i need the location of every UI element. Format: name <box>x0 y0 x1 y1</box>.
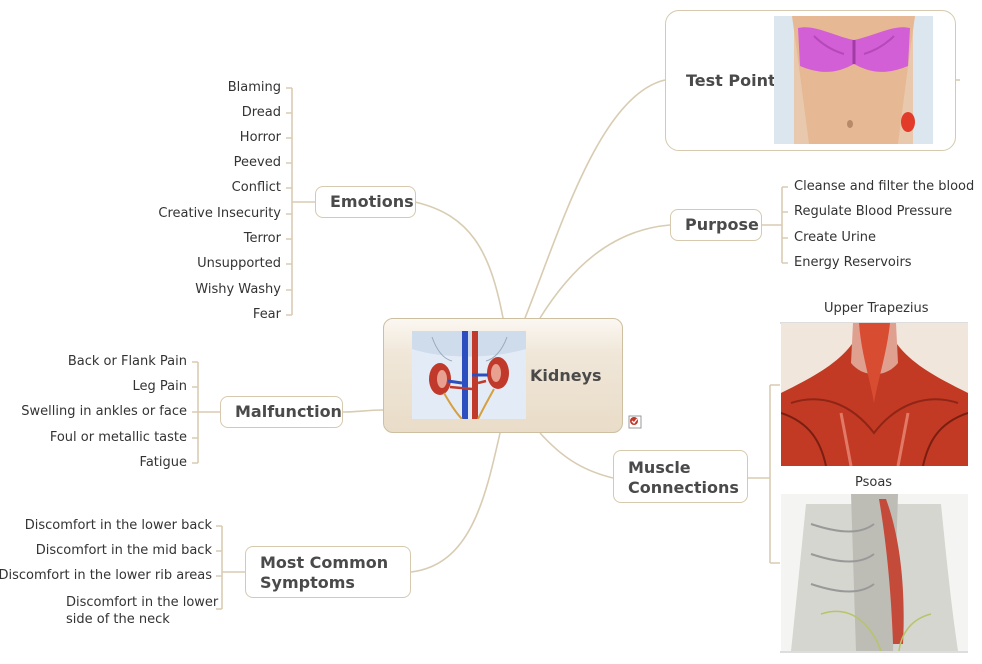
symptom-item-line2: side of the neck <box>66 612 170 627</box>
branch-purpose-label: Purpose <box>685 215 759 234</box>
emotion-item[interactable]: Creative Insecurity <box>158 206 281 221</box>
symptom-item[interactable]: Discomfort in the mid back <box>35 543 212 558</box>
branch-test-point-label: Test Point <box>686 70 776 90</box>
emotion-item[interactable]: Terror <box>243 231 281 246</box>
emotion-item[interactable]: Unsupported <box>197 256 281 271</box>
branch-symptoms-label-line2: Symptoms <box>260 573 355 592</box>
symptom-item-line1: Discomfort in the lower <box>66 595 219 610</box>
upper-trapezius-image <box>781 323 968 466</box>
branch-emotions-label: Emotions <box>330 192 414 211</box>
upper-trapezius-caption: Upper Trapezius <box>824 301 929 316</box>
test-point-image <box>774 16 933 144</box>
malfunction-item[interactable]: Leg Pain <box>132 379 187 394</box>
note-icon[interactable] <box>628 414 642 429</box>
branch-emotions[interactable]: Emotions <box>315 186 416 218</box>
psoas-caption: Psoas <box>855 475 893 490</box>
central-node-kidneys[interactable]: Kidneys <box>383 318 623 433</box>
branch-symptoms-label-line1: Most Common <box>260 553 389 572</box>
purpose-item[interactable]: Cleanse and filter the blood <box>794 179 975 194</box>
symptom-item[interactable]: Discomfort in the lower back <box>24 518 212 533</box>
purpose-item[interactable]: Create Urine <box>794 230 877 245</box>
malfunction-item[interactable]: Fatigue <box>139 455 187 470</box>
emotion-item[interactable]: Peeved <box>233 155 281 170</box>
branch-muscle-connections[interactable]: Muscle Connections <box>613 450 748 503</box>
emotion-item[interactable]: Dread <box>241 105 281 120</box>
emotion-item[interactable]: Fear <box>252 307 281 322</box>
symptom-item[interactable]: Discomfort in the lower side of the neck <box>66 594 218 628</box>
psoas-image <box>781 494 968 651</box>
purpose-item[interactable]: Regulate Blood Pressure <box>794 204 953 219</box>
central-node-label: Kidneys <box>530 366 602 385</box>
emotion-item[interactable]: Blaming <box>227 80 281 95</box>
malfunction-item[interactable]: Back or Flank Pain <box>67 354 187 369</box>
symptom-item[interactable]: Discomfort in the lower rib areas <box>0 568 212 583</box>
branch-most-common-symptoms[interactable]: Most Common Symptoms <box>245 546 411 598</box>
branch-muscles-label-line1: Muscle <box>628 458 691 477</box>
kidneys-image <box>412 331 526 419</box>
branch-purpose[interactable]: Purpose <box>670 209 762 241</box>
malfunction-item[interactable]: Foul or metallic taste <box>49 430 187 445</box>
branch-malfunction-label: Malfunction <box>235 402 342 421</box>
branch-malfunction[interactable]: Malfunction <box>220 396 343 428</box>
emotion-item[interactable]: Wishy Washy <box>195 282 281 297</box>
purpose-item[interactable]: Energy Reservoirs <box>794 255 912 270</box>
malfunction-item[interactable]: Swelling in ankles or face <box>21 404 187 419</box>
branch-muscles-label-line2: Connections <box>628 478 739 497</box>
emotion-item[interactable]: Horror <box>239 130 281 145</box>
emotion-item[interactable]: Conflict <box>231 180 281 195</box>
